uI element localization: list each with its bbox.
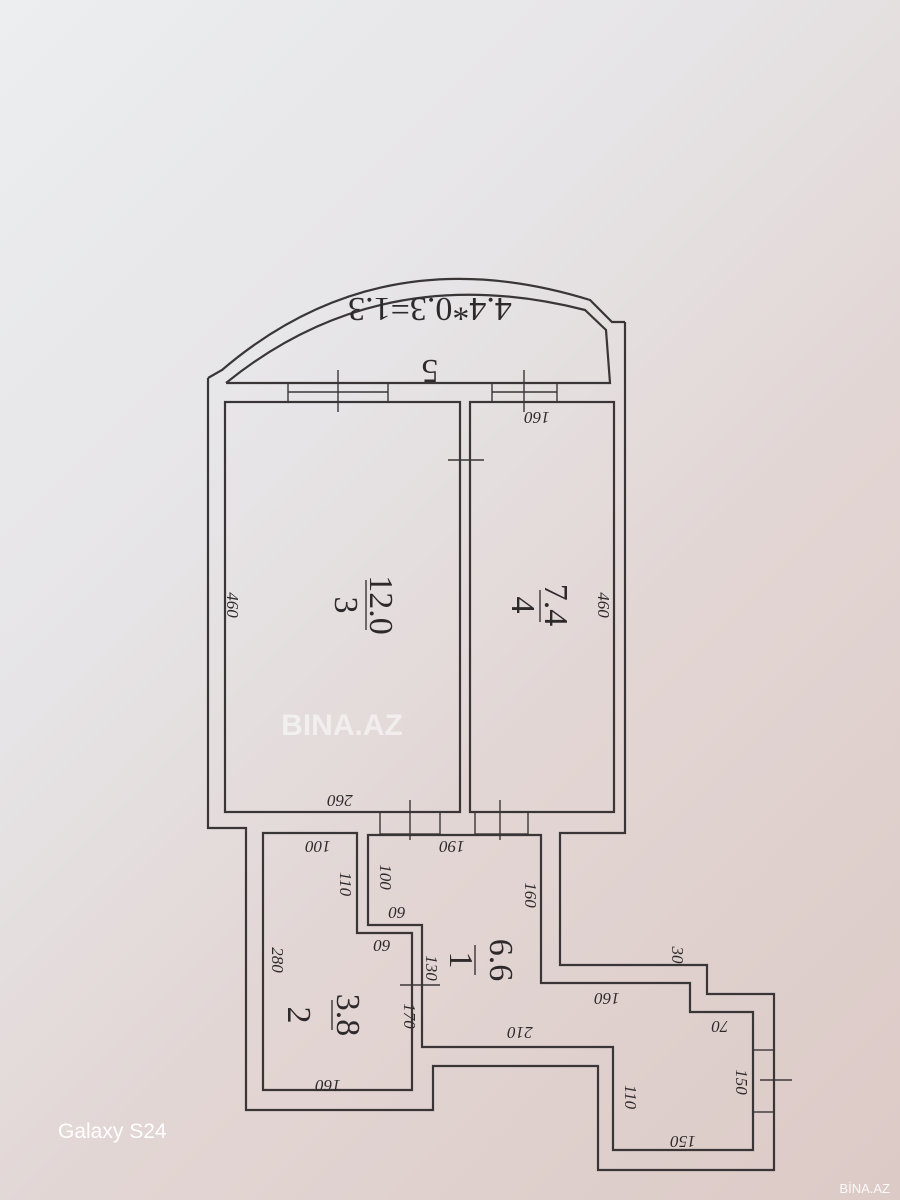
outer-wall [206,322,776,1172]
balcony-wall [207,277,625,379]
dimension: 460 [594,592,613,618]
dimension: 60 [373,936,391,955]
camera-label: Galaxy S24 [58,1120,167,1143]
dimension: 160 [594,989,620,1008]
door [379,800,441,840]
dimension: 160 [315,1076,341,1095]
dimension: 160 [521,882,540,908]
dimension: 100 [376,864,395,890]
dimension: 190 [439,837,465,856]
window [287,370,389,412]
dimension: 150 [732,1069,751,1095]
dimension: 70 [711,1017,729,1036]
dimension: 60 [388,903,406,922]
room-5-area: 4.4*0.3=1.3 [348,290,512,327]
room-3-area: 12.0 [362,575,399,635]
watermark: BINA.AZ [281,709,403,742]
room-4-number: 4 [504,597,541,614]
dimension: 280 [268,947,287,973]
window [752,1049,792,1113]
window [491,370,558,412]
room-2-area: 3.8 [329,994,366,1037]
dimension: 100 [305,837,331,856]
dimension: 210 [507,1023,533,1042]
dimension: 130 [422,955,441,981]
room-2-outline [261,831,414,1092]
dimension: 30 [668,946,687,965]
dimension: 110 [621,1085,640,1110]
room-1-number: 1 [442,952,479,969]
dimension: 460 [223,592,242,618]
room-5-number: 5 [422,352,439,389]
corner-watermark: BİNA.AZ [839,1181,890,1196]
balcony-inner-wall [225,293,612,385]
dimension: 260 [327,791,353,810]
door [474,800,529,840]
dimension: 160 [524,408,550,427]
room-1-area: 6.6 [482,939,519,982]
room-4-area: 7.4 [537,584,574,627]
dimension: 110 [336,872,355,897]
room-2-number: 2 [280,1007,317,1024]
dimension-labels: 160 460 460 260 100 190 110 100 60 60 28… [223,408,751,1151]
dimension: 150 [670,1132,696,1151]
room-3-number: 3 [327,597,364,614]
room-1-outline [366,833,755,1152]
dimension: 170 [400,1003,419,1029]
